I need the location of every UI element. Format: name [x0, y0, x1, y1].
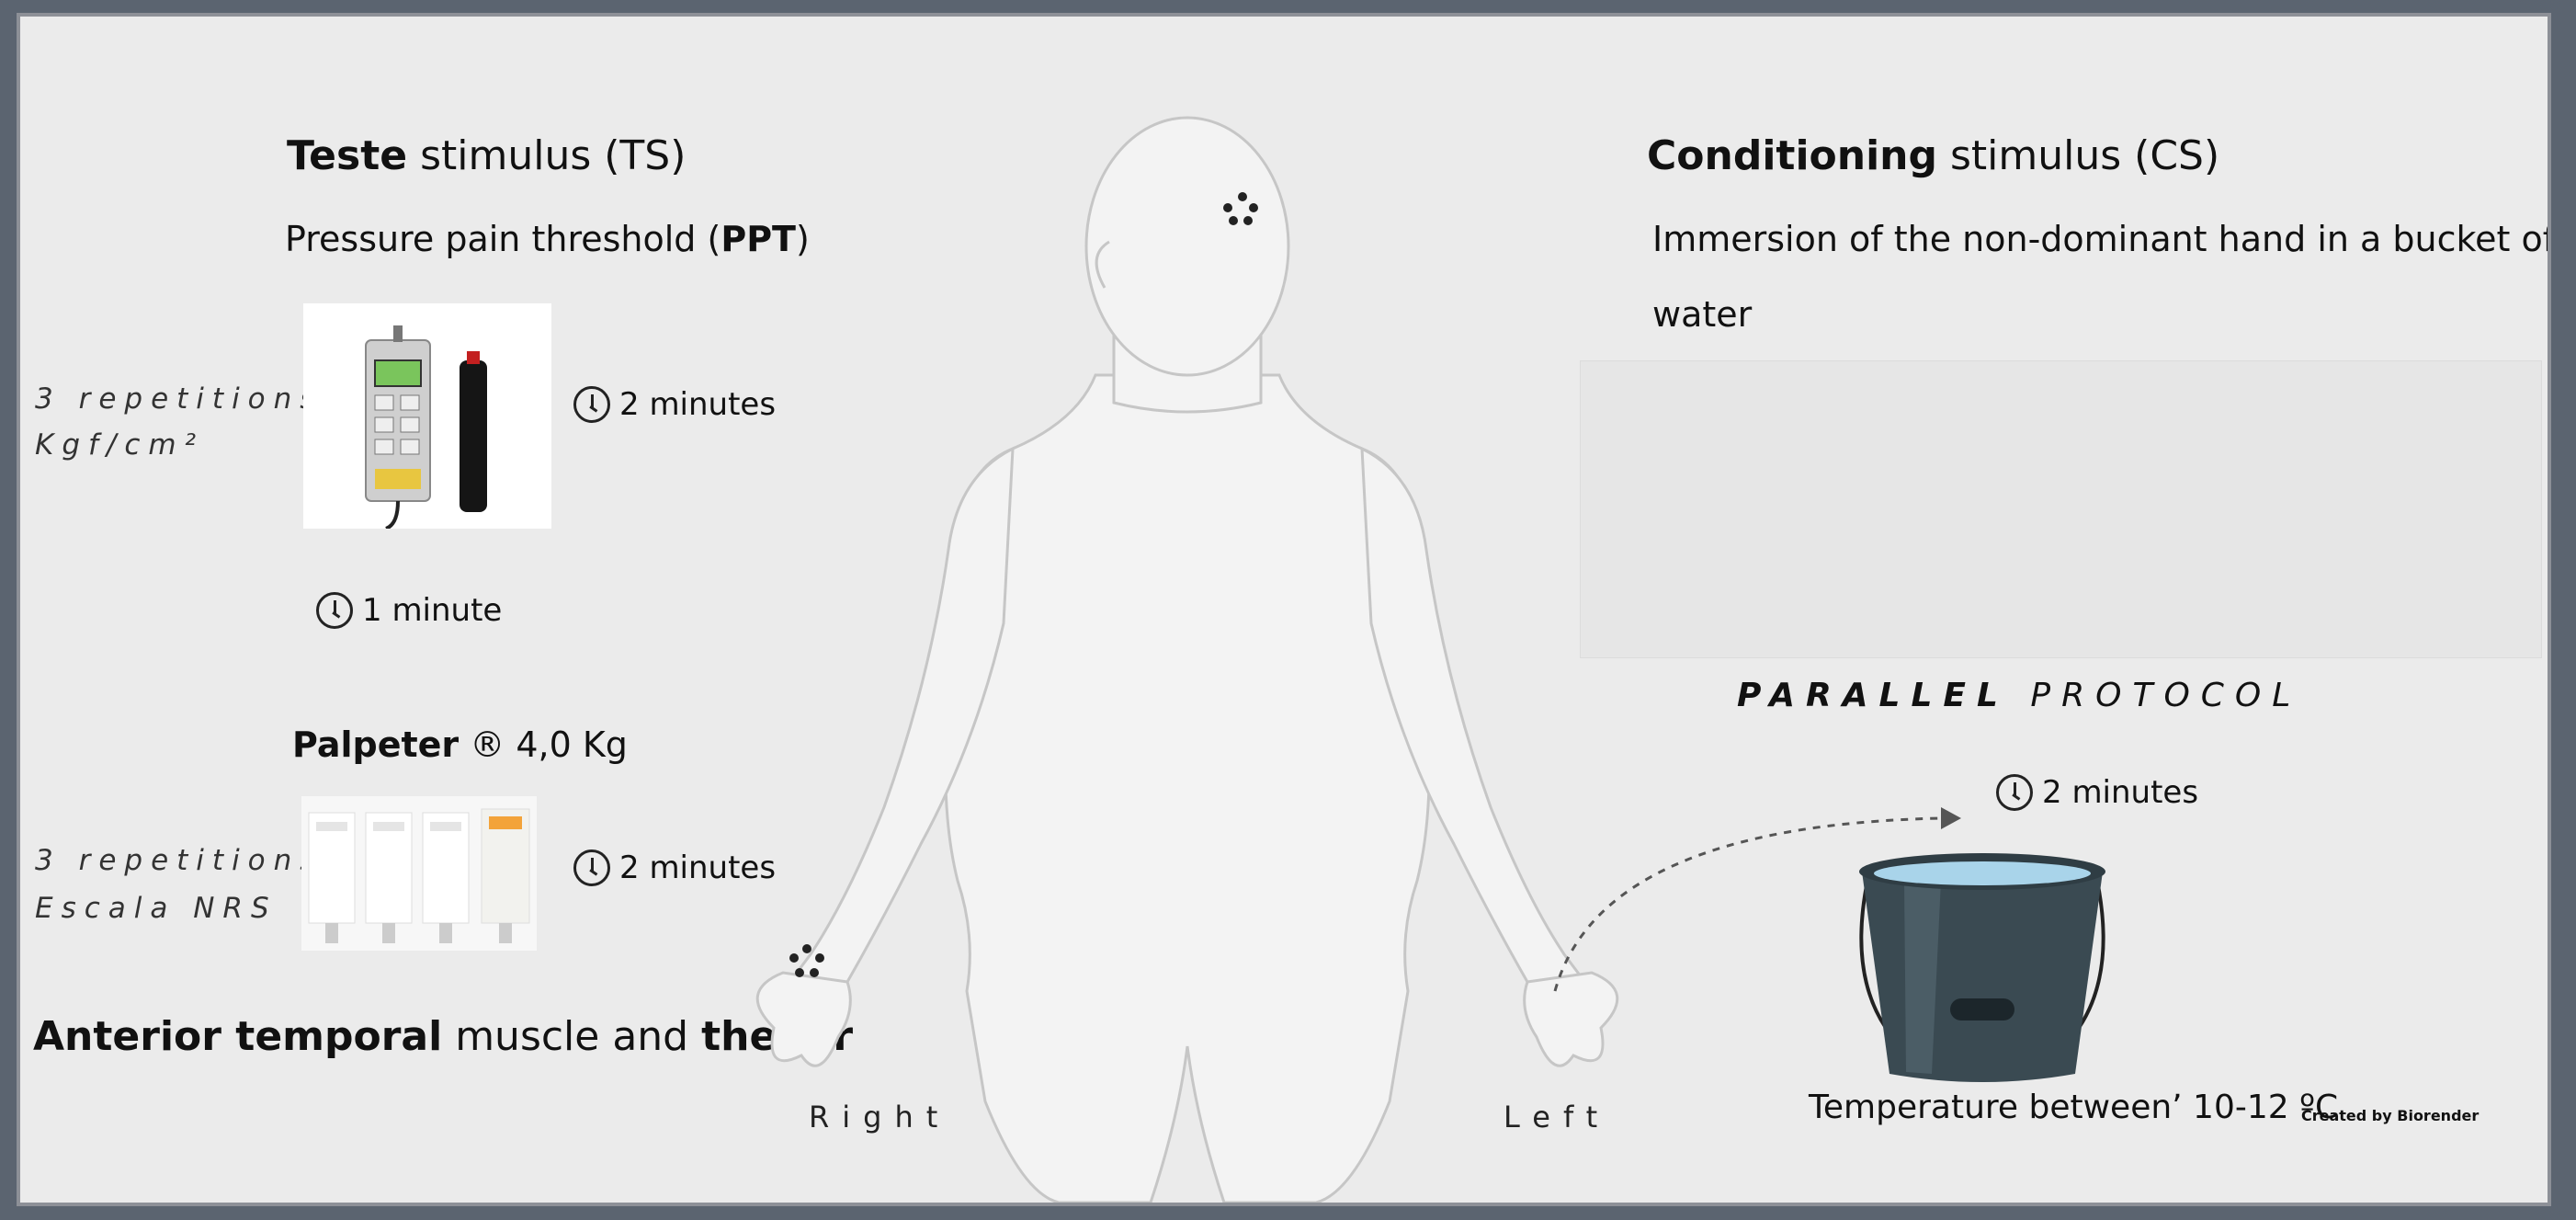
empty-panel: [1580, 360, 2542, 658]
cs-description-line1: Immersion of the non-dominant hand in a …: [1652, 219, 2551, 259]
ppt-label: Pressure pain threshold (PPT): [285, 219, 810, 259]
timer-cs: 2 minutes: [1996, 774, 2198, 811]
body-figure: [746, 108, 1693, 1206]
protocol-label: PARALLEL PROTOCOL: [1737, 677, 2301, 714]
clock-icon: [573, 849, 610, 886]
muscle-label: Anterior temporal muscle and thenar: [33, 1013, 853, 1060]
clock-icon: [1996, 774, 2033, 811]
cs-title: Conditioning stimulus (CS): [1647, 132, 2219, 179]
reps-ppt-line1: 3 repetitions: [35, 382, 323, 416]
timer-interval: 1 minute: [316, 592, 502, 629]
ts-title: Teste stimulus (TS): [287, 132, 686, 179]
credit-label: Created by Biorender: [2301, 1107, 2479, 1124]
palpeter-image: [301, 796, 537, 951]
algometer-image: [303, 303, 551, 529]
left-side-label: Left: [1504, 1100, 1610, 1134]
right-side-label: Right: [809, 1100, 950, 1134]
reps-palpeter-scale: Escala NRS: [35, 892, 278, 925]
ice-water-bucket: [1849, 844, 2116, 1092]
clock-icon: [316, 592, 353, 629]
figure-frame: Teste stimulus (TS) Pressure pain thresh…: [17, 13, 2551, 1206]
palpeter-label: Palpeter ® 4,0 Kg: [292, 724, 628, 765]
clock-icon: [573, 386, 610, 423]
reps-ppt-unit: Kgf/cm²: [35, 428, 204, 462]
temperature-label: Temperature between’ 10-12 ºC: [1809, 1089, 2338, 1126]
cs-description-line2: water: [1652, 294, 1752, 335]
reps-palpeter-line1: 3 repetitions: [35, 844, 323, 877]
